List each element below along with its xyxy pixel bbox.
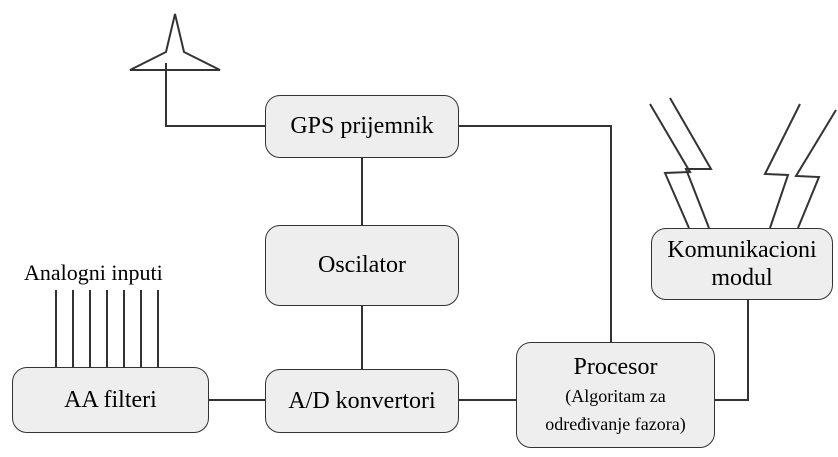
ad-converters-label: A/D konvertori bbox=[288, 387, 436, 414]
communication-module-line1: Komunikacioni bbox=[667, 237, 817, 263]
processor-subtitle-line2: određivanje fazora) bbox=[545, 414, 686, 434]
processor-title: Procesor bbox=[573, 354, 658, 380]
antenna-to-gps-line bbox=[165, 63, 265, 127]
analog-input-lines bbox=[55, 290, 159, 367]
antenna-icon bbox=[129, 13, 221, 71]
communication-module-line2: modul bbox=[711, 265, 773, 291]
oscillator-block: Oscilator bbox=[265, 225, 459, 306]
gps-to-processor-line bbox=[459, 125, 612, 371]
analog-inputs-label: Analogni inputi bbox=[24, 260, 163, 285]
aa-filters-block: AA filteri bbox=[12, 367, 209, 433]
ad-converters-block: A/D konvertori bbox=[265, 369, 459, 433]
oscillator-label: Oscilator bbox=[318, 252, 406, 278]
communication-module-block: Komunikacioni modul bbox=[651, 228, 833, 300]
gps-receiver-block: GPS prijemnik bbox=[265, 95, 459, 158]
gps-receiver-label: GPS prijemnik bbox=[290, 113, 434, 139]
processor-block: Procesor (Algoritam za određivanje fazor… bbox=[516, 342, 715, 448]
wireless-link-icons bbox=[649, 97, 837, 229]
processor-to-comm-line bbox=[715, 300, 749, 401]
aa-filters-label: AA filteri bbox=[64, 386, 157, 413]
processor-subtitle-line1: (Algoritam za bbox=[565, 386, 666, 406]
